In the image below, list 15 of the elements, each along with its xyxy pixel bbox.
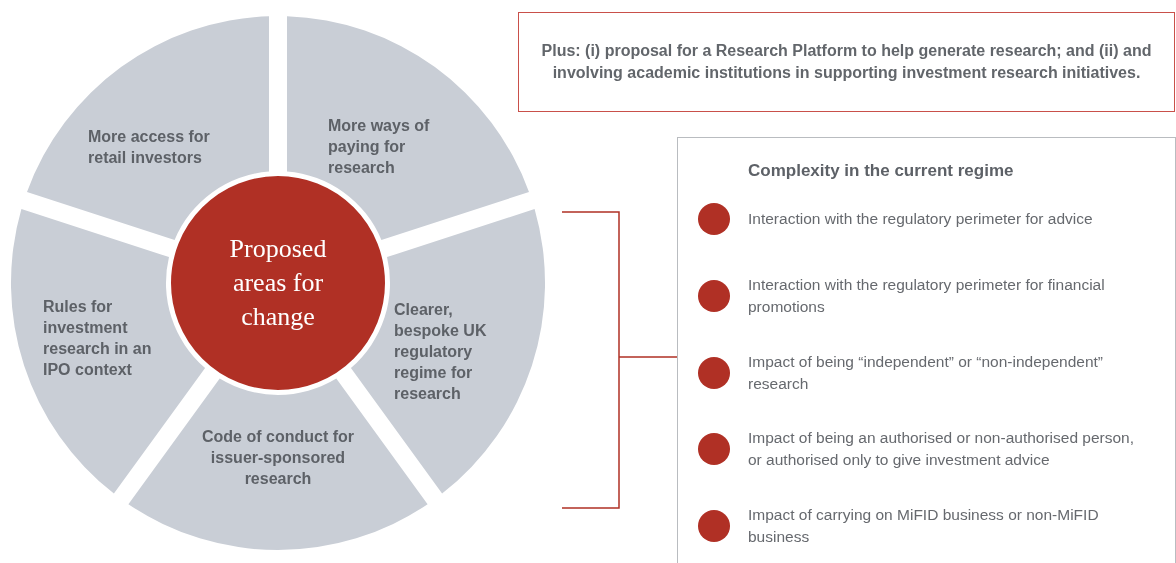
list-item: Impact of carrying on MiFID business or non-MiFID business [748, 505, 1100, 547]
list-item: Impact of being an authorised or non-authorised person, or authorised only to give investment advice [748, 428, 1136, 470]
list-item: Interaction with the regulatory perimeter for financial promotions [748, 275, 1106, 317]
segment-label: Clearer, bespoke UK regulatory regime for research [394, 300, 488, 404]
segment-label: Rules for investment research in an IPO context [43, 297, 153, 380]
center-label: Proposed areas for change [228, 233, 328, 333]
segment-label: More ways of paying for research [328, 116, 431, 178]
panel-heading: Complexity in the current regime [748, 161, 1014, 181]
segment-label: Code of conduct for issuer-sponsored research [201, 427, 355, 489]
list-item: Interaction with the regulatory perimeter for advice [748, 209, 1094, 229]
note-text: Plus: (i) proposal for a Research Platform to help generate research; and (ii) and involving academic institutions in supporting investment research initiatives. [540, 41, 1153, 83]
list-item: Impact of being “independent” or “non-independent” research [748, 352, 1105, 394]
segment-label: More access for retail investors [88, 127, 211, 168]
list-panel [677, 137, 1176, 563]
note-box [518, 12, 1175, 112]
